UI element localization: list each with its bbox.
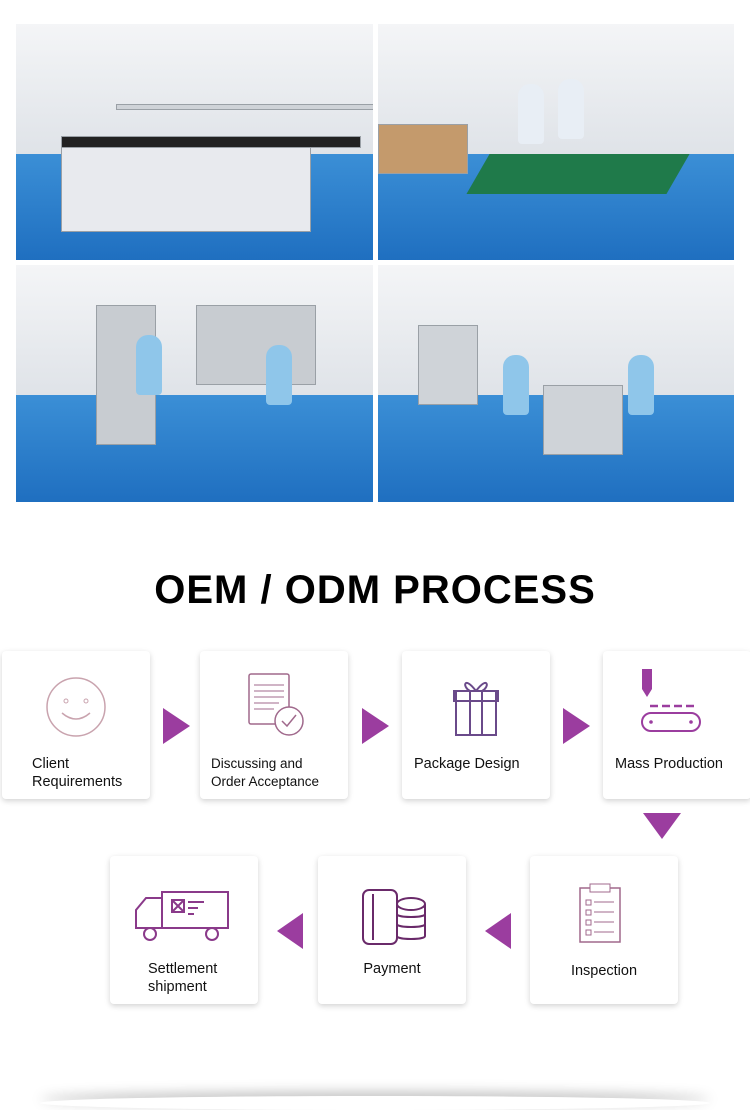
gift-box-icon bbox=[453, 681, 499, 736]
arrow-right-icon bbox=[563, 708, 590, 744]
step-payment: Payment bbox=[318, 856, 466, 1004]
step-package-design: Package Design bbox=[402, 651, 550, 799]
arrow-left-icon bbox=[485, 913, 511, 949]
step-label: shipment bbox=[148, 979, 207, 995]
section-title: OEM / ODM PROCESS bbox=[154, 568, 596, 612]
step-label: Discussing and bbox=[211, 756, 303, 771]
bottom-divider-shadow bbox=[40, 1096, 710, 1110]
step-label: Package Design bbox=[414, 756, 520, 772]
clipboard-checklist-icon bbox=[579, 883, 621, 943]
smiley-icon bbox=[46, 677, 106, 737]
arrow-right-icon bbox=[163, 708, 190, 744]
step-label: Payment bbox=[363, 961, 421, 977]
step-label: Client bbox=[32, 756, 70, 772]
photo-laboratory bbox=[16, 24, 373, 260]
conveyor-icon bbox=[641, 669, 701, 732]
arrow-left-icon bbox=[277, 913, 303, 949]
step-settlement-shipment: Settlement shipment bbox=[110, 856, 258, 1004]
document-check-icon bbox=[248, 673, 304, 736]
step-label: Order Acceptance bbox=[211, 774, 320, 789]
card-coins-icon bbox=[362, 889, 426, 945]
arrow-right-icon bbox=[362, 708, 389, 744]
truck-icon bbox=[135, 891, 229, 941]
photo-production-workshop bbox=[378, 265, 734, 502]
photo-filling-machines bbox=[16, 265, 373, 502]
step-inspection: Inspection bbox=[530, 856, 678, 1004]
step-label: Requirements bbox=[32, 774, 123, 790]
step-label: Mass Production bbox=[615, 756, 723, 772]
arrow-down-icon bbox=[643, 813, 681, 839]
step-label: Inspection bbox=[570, 963, 638, 979]
photo-packaging-line bbox=[378, 24, 734, 260]
step-mass-production: Mass Production bbox=[603, 651, 750, 799]
step-label: Settlement bbox=[148, 961, 218, 977]
